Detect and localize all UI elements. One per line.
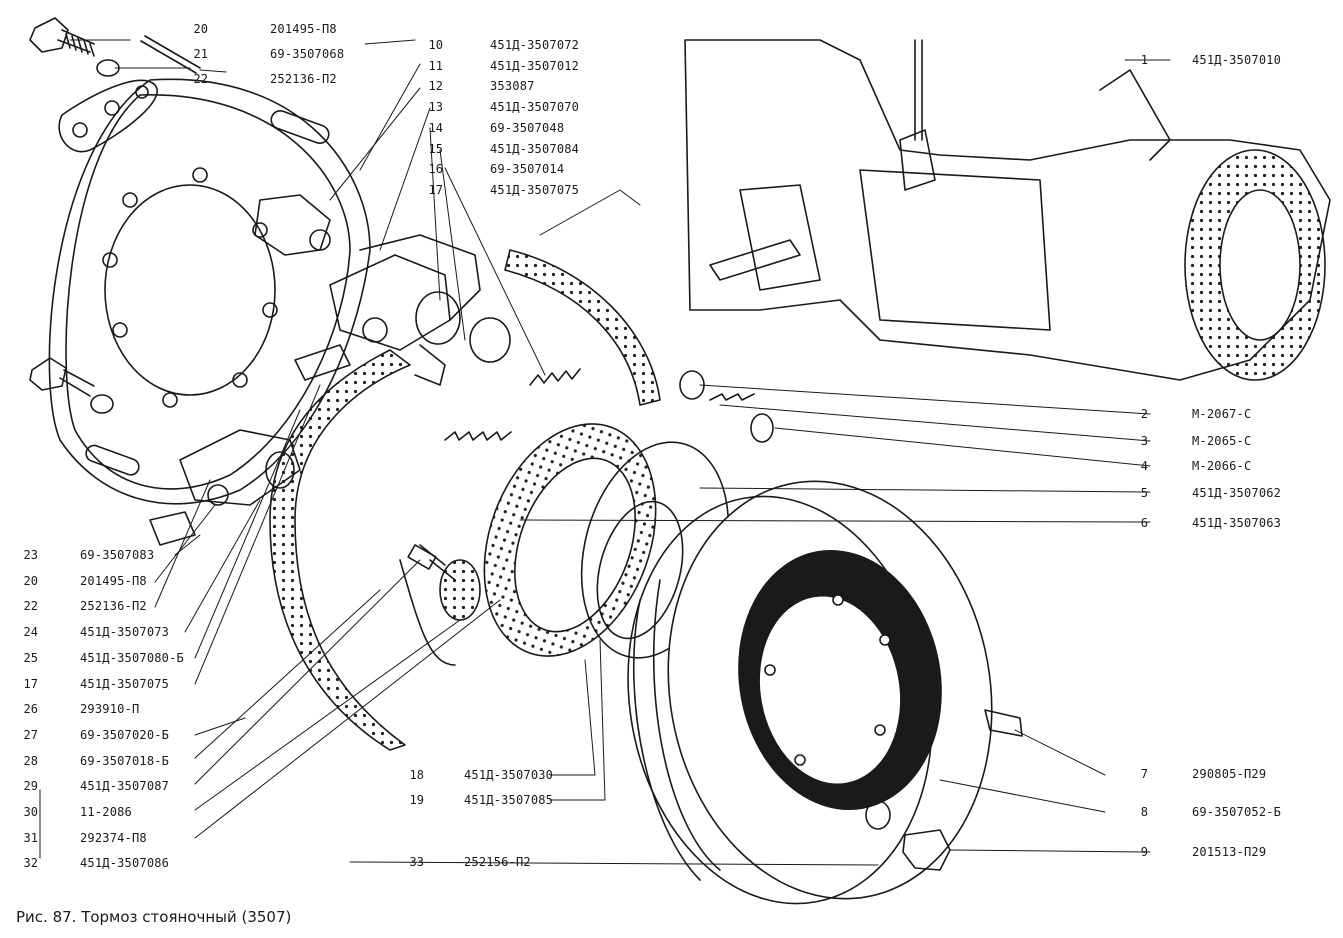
callout-number: 31 (23, 830, 38, 845)
callout-part-number: 451Д-3507085 (464, 793, 554, 807)
callout-part-number: 451Д-3507087 (80, 779, 170, 794)
callout-part-number: 252136-П2 (80, 599, 147, 614)
callout-number: 24 (23, 625, 38, 640)
callout-number: 11 (428, 58, 443, 73)
callout-part-number: 451Д-3507080-Б (80, 650, 184, 665)
screw-7 (984, 709, 1023, 737)
callout-part-number: 69-3507048 (490, 120, 565, 135)
callout-number: 17 (428, 182, 443, 197)
spring-15 (444, 431, 512, 441)
callout-part-number: 201495-П8 (270, 22, 337, 36)
callout-part-number: 201495-П8 (80, 573, 147, 588)
bolt-20-lower (29, 357, 114, 414)
callout-part-number: 292374-П8 (80, 830, 147, 845)
callout-number: 15 (428, 141, 443, 156)
callout-number: 17 (23, 676, 38, 691)
callout-part-number: 451Д-3507075 (80, 676, 170, 691)
callout-part-number: 69-3507083 (80, 548, 155, 562)
callout-number: 7 (1140, 767, 1148, 781)
callout-part-number: 451Д-3507030 (464, 768, 554, 782)
callout-part-number: 451Д-3507070 (490, 100, 580, 115)
callout-part-number: М-2067-С (1192, 407, 1252, 421)
callout-part-number: 451Д-3507075 (490, 182, 580, 197)
leader-lines (39, 39, 1171, 866)
callout-part-number: 252156-П2 (464, 855, 531, 869)
bolt-20 (29, 17, 95, 57)
callout-part-number: 69-3507068 (270, 47, 345, 61)
callout-part-number: 201513-П29 (1192, 845, 1267, 859)
callout-number: 27 (23, 727, 38, 742)
callout-part-number: 252136-П2 (270, 72, 337, 86)
adjuster-bolt (407, 544, 481, 621)
brake-band (269, 249, 661, 751)
friction-ring (483, 423, 657, 657)
spring-14 (529, 368, 581, 386)
callout-number: 13 (428, 100, 443, 115)
callout-part-number: 353087 (490, 79, 535, 94)
callout-number: 10 (428, 38, 443, 52)
callout-number: 20 (193, 22, 208, 36)
callout-number: 2 (1140, 407, 1148, 421)
washer-4 (750, 413, 774, 443)
callout-number: 3 (1140, 434, 1148, 448)
callout-part-number: 290805-П29 (1192, 767, 1267, 781)
callout-number: 6 (1140, 516, 1148, 530)
callout-part-number: 69-3507014 (490, 162, 565, 177)
washer-33 (865, 800, 891, 830)
callout-part-number: 451Д-3507086 (80, 856, 170, 871)
callout-number: 28 (23, 753, 38, 768)
callout-number: 21 (193, 47, 208, 61)
callout-part-number: М-2065-С (1192, 434, 1252, 448)
callout-part-number: 69-3507020-Б (80, 727, 170, 742)
callout-part-number: 451Д-3507063 (1192, 516, 1282, 530)
transmission-assembly (684, 39, 1331, 381)
callout-number: 22 (23, 599, 38, 614)
figure-caption: Рис. 87. Тормоз стояночный (3507) (16, 908, 292, 926)
callout-part-number: 11-2086 (80, 805, 132, 819)
callout-number: 29 (23, 779, 38, 794)
callout-number: 14 (428, 120, 443, 135)
callout-number: 5 (1140, 486, 1148, 500)
spring-3 (709, 393, 755, 401)
callout-number: 30 (23, 805, 38, 819)
callout-part-number: 451Д-3507073 (80, 625, 170, 640)
lever-bracket (149, 194, 331, 546)
callout-part-number: 451Д-3507084 (490, 141, 580, 156)
callout-part-number: 69-3507018-Б (80, 753, 170, 768)
callout-number: 22 (193, 72, 208, 86)
callout-part-number: 451Д-3507072 (490, 38, 580, 52)
callout-number: 32 (23, 856, 38, 871)
expander-housing (294, 234, 511, 381)
callout-part-number: 451Д-3507012 (490, 58, 580, 73)
callout-number: 8 (1140, 805, 1148, 819)
callout-part-number: 451Д-3507010 (1192, 53, 1282, 67)
callout-number: 4 (1140, 459, 1148, 473)
callout-number: 16 (428, 162, 443, 177)
callout-number: 26 (23, 702, 38, 717)
callout-number: 19 (409, 793, 424, 807)
bolt-9 (902, 829, 951, 871)
callout-number: 23 (23, 548, 38, 562)
callout-number: 18 (409, 768, 424, 782)
callout-part-number: 293910-П (80, 702, 140, 717)
gasket-plate (58, 79, 158, 153)
brake-drum (627, 480, 993, 905)
callout-number: 12 (428, 79, 443, 94)
callout-number: 9 (1140, 845, 1148, 859)
callout-number: 1 (1140, 53, 1148, 67)
callout-number: 33 (409, 855, 424, 869)
callout-part-number: 69-3507052-Б (1192, 805, 1282, 819)
backing-plate (48, 78, 371, 505)
callout-part-number: М-2066-С (1192, 459, 1252, 473)
callout-number: 25 (23, 650, 38, 665)
callout-part-number: 451Д-3507062 (1192, 486, 1282, 500)
callout-number: 20 (23, 573, 38, 588)
